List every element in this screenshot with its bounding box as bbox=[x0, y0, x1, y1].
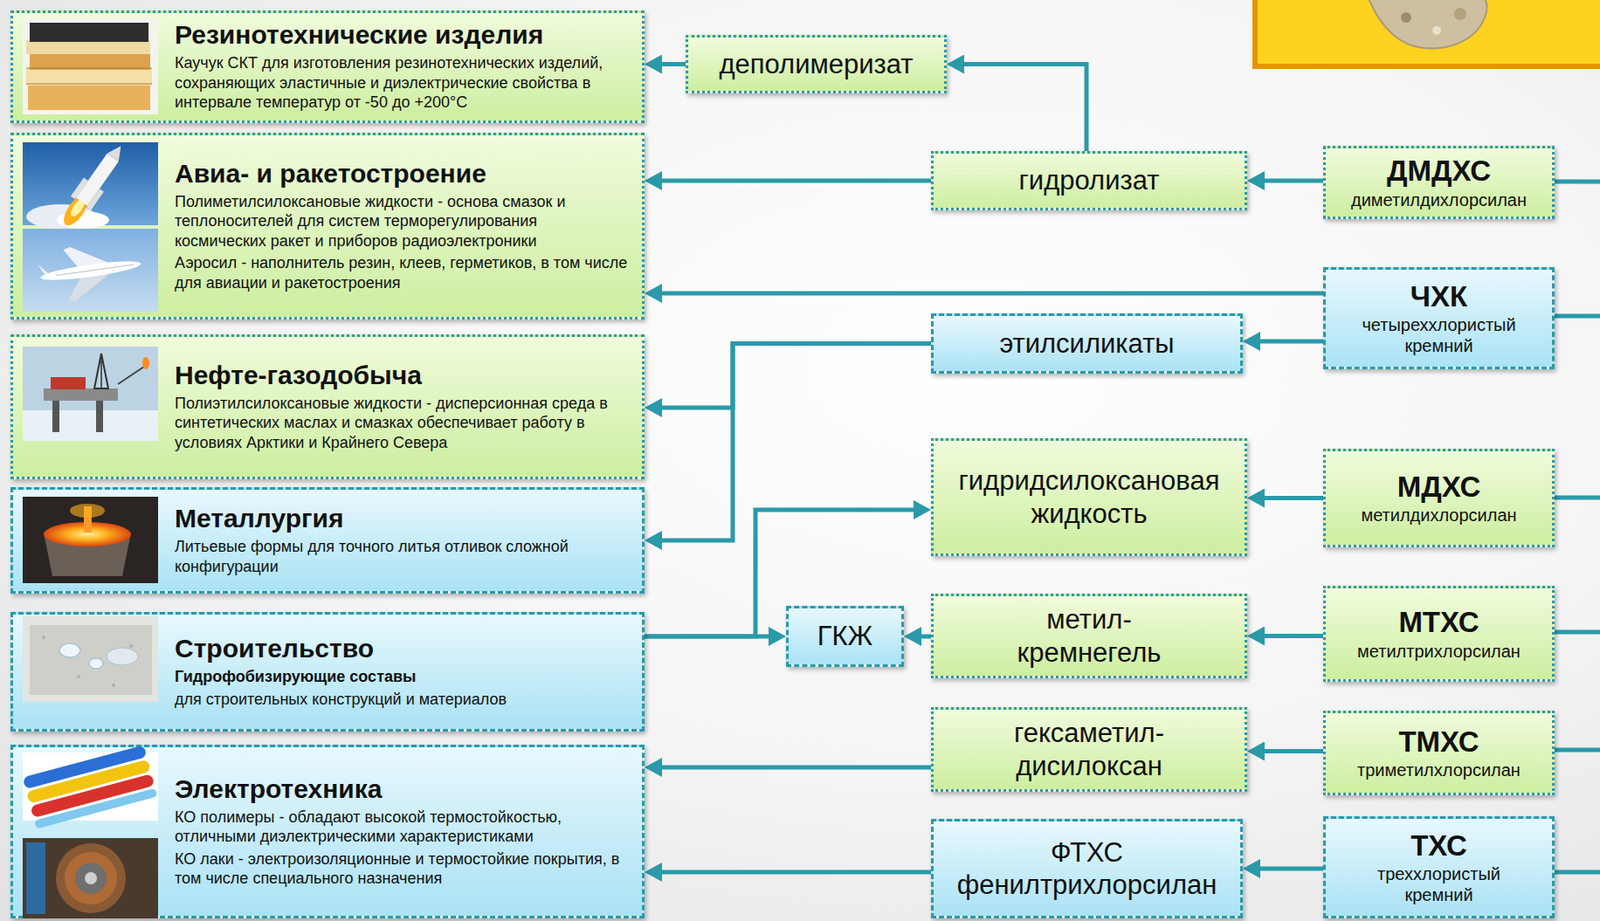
raw-material-box: ТМХСтриметилхлорсилан bbox=[1323, 710, 1555, 796]
area-description: Литьевые формы для точного литья отливок… bbox=[174, 537, 632, 577]
product-box: гидролизат bbox=[931, 151, 1248, 211]
compound-abbreviation: ДМДХС bbox=[1386, 154, 1491, 188]
area-heading: Металлургия bbox=[174, 503, 344, 535]
flow-arrow bbox=[653, 344, 932, 409]
compound-abbreviation: ТХС bbox=[1410, 829, 1468, 863]
ore-panel-frame bbox=[1255, 0, 1600, 67]
flow-arrow bbox=[912, 634, 932, 640]
flow-arrow bbox=[1255, 496, 1324, 501]
compound-abbreviation: МДХС bbox=[1397, 470, 1482, 504]
compound-abbreviation: ЧХК bbox=[1410, 280, 1468, 314]
connectors bbox=[644, 64, 1324, 874]
product-name: гидролизат bbox=[1019, 164, 1160, 197]
product-name: ГКЖ bbox=[817, 620, 873, 653]
compound-name: триметилхлорсилан bbox=[1357, 759, 1521, 781]
product-box: ФТХСфенилтрихлорсилан bbox=[931, 819, 1243, 919]
area-description: Полиметилсилоксановые жидкости - основа … bbox=[174, 192, 632, 252]
raw-material-box: ТХСтреххлористый кремний bbox=[1323, 816, 1555, 919]
area-description: для строительных конструкций и материало… bbox=[174, 689, 507, 711]
flow-arrow bbox=[1251, 339, 1324, 345]
flow-arrow bbox=[653, 870, 932, 876]
flow-arrow bbox=[653, 765, 932, 771]
product-box: гидридсилоксановая жидкость bbox=[931, 438, 1248, 557]
flow-arrow bbox=[644, 634, 778, 640]
flow-arrow bbox=[653, 291, 1324, 297]
ore-spot bbox=[1432, 26, 1442, 35]
ore-sample bbox=[1367, 0, 1488, 49]
flow-arrow bbox=[653, 62, 686, 67]
flow-arrow bbox=[1255, 179, 1324, 184]
product-box: метил- кремнегель bbox=[931, 593, 1248, 679]
area-heading: Строительство bbox=[174, 633, 374, 665]
area-description: КО полимеры - обладают высокой термостой… bbox=[174, 807, 632, 848]
raw-material-box: МТХСметилтрихлорсилан bbox=[1323, 586, 1555, 683]
area-heading: Электротехника bbox=[174, 773, 382, 806]
compound-abbreviation: МТХС bbox=[1398, 606, 1479, 640]
flow-arrow bbox=[1251, 867, 1324, 872]
application-box: Авиа- и ракетостроениеПолиметилсилоксано… bbox=[10, 132, 645, 320]
product-box: ГКЖ bbox=[786, 606, 904, 668]
product-name: фенилтрихлорсилан bbox=[957, 868, 1218, 902]
raw-material-box: МДХСметилдихлорсилан bbox=[1323, 448, 1555, 548]
area-description: Полиэтилсилоксановые жидкости - дисперси… bbox=[174, 393, 632, 454]
area-description: КО лаки - электроизоляционные и термосто… bbox=[174, 849, 632, 890]
product-name: гексаметил- дисилоксан bbox=[993, 717, 1186, 782]
area-description: Каучук СКТ для изготовления резинотехнич… bbox=[174, 53, 632, 113]
ore-spot bbox=[1454, 7, 1467, 21]
application-box: МеталлургияЛитьевые формы для точного ли… bbox=[10, 487, 645, 594]
flow-arrow bbox=[653, 344, 932, 542]
compound-name: метилтрихлорсилан bbox=[1357, 641, 1521, 663]
application-box: СтроительствоГидрофобизирующие составыдл… bbox=[10, 612, 645, 732]
product-name: деполимеризат bbox=[718, 48, 913, 81]
flow-arrow bbox=[1255, 749, 1324, 754]
area-heading: Резинотехнические изделия bbox=[174, 19, 544, 51]
flow-arrow bbox=[1255, 634, 1324, 639]
area-heading: Авиа- и ракетостроение bbox=[174, 158, 487, 190]
compound-abbreviation: ТМХС bbox=[1398, 725, 1479, 759]
application-box: Нефте-газодобычаПолиэтилсилоксановые жид… bbox=[10, 334, 645, 480]
application-box: Резинотехнические изделияКаучук СКТ для … bbox=[10, 10, 645, 124]
compound-name: диметилдихлорсилан bbox=[1351, 189, 1527, 211]
compound-name: метилдихлорсилан bbox=[1360, 504, 1517, 526]
product-box: гексаметил- дисилоксан bbox=[931, 707, 1248, 793]
product-name: метил- кремнегель bbox=[993, 603, 1186, 669]
area-heading: Нефте-газодобыча bbox=[174, 359, 422, 392]
product-name: ФТХС bbox=[1050, 836, 1124, 869]
flow-arrow bbox=[955, 64, 1087, 152]
raw-material-box: ЧХКчетыреххлористый кремний bbox=[1323, 267, 1555, 370]
area-description: Гидрофобизирующие составы bbox=[174, 667, 416, 688]
flow-arrow bbox=[653, 179, 932, 184]
application-box: ЭлектротехникаКО полимеры - обладают выс… bbox=[10, 744, 645, 919]
area-description: Аэросил - наполнитель резин, клеев, герм… bbox=[174, 253, 632, 293]
product-name: гидридсилоксановая жидкость bbox=[945, 464, 1233, 530]
compound-name: треххлористый кремний bbox=[1344, 863, 1533, 906]
product-name: этилсиликаты bbox=[999, 327, 1174, 360]
raw-material-box: ДМДХСдиметилдихлорсилан bbox=[1323, 145, 1555, 220]
ore-spot bbox=[1400, 12, 1412, 23]
product-box: этилсиликаты bbox=[931, 313, 1243, 374]
product-box: деполимеризат bbox=[685, 34, 947, 94]
ore-panel bbox=[1255, 0, 1600, 67]
compound-name: четыреххлористый кремний bbox=[1344, 314, 1533, 357]
